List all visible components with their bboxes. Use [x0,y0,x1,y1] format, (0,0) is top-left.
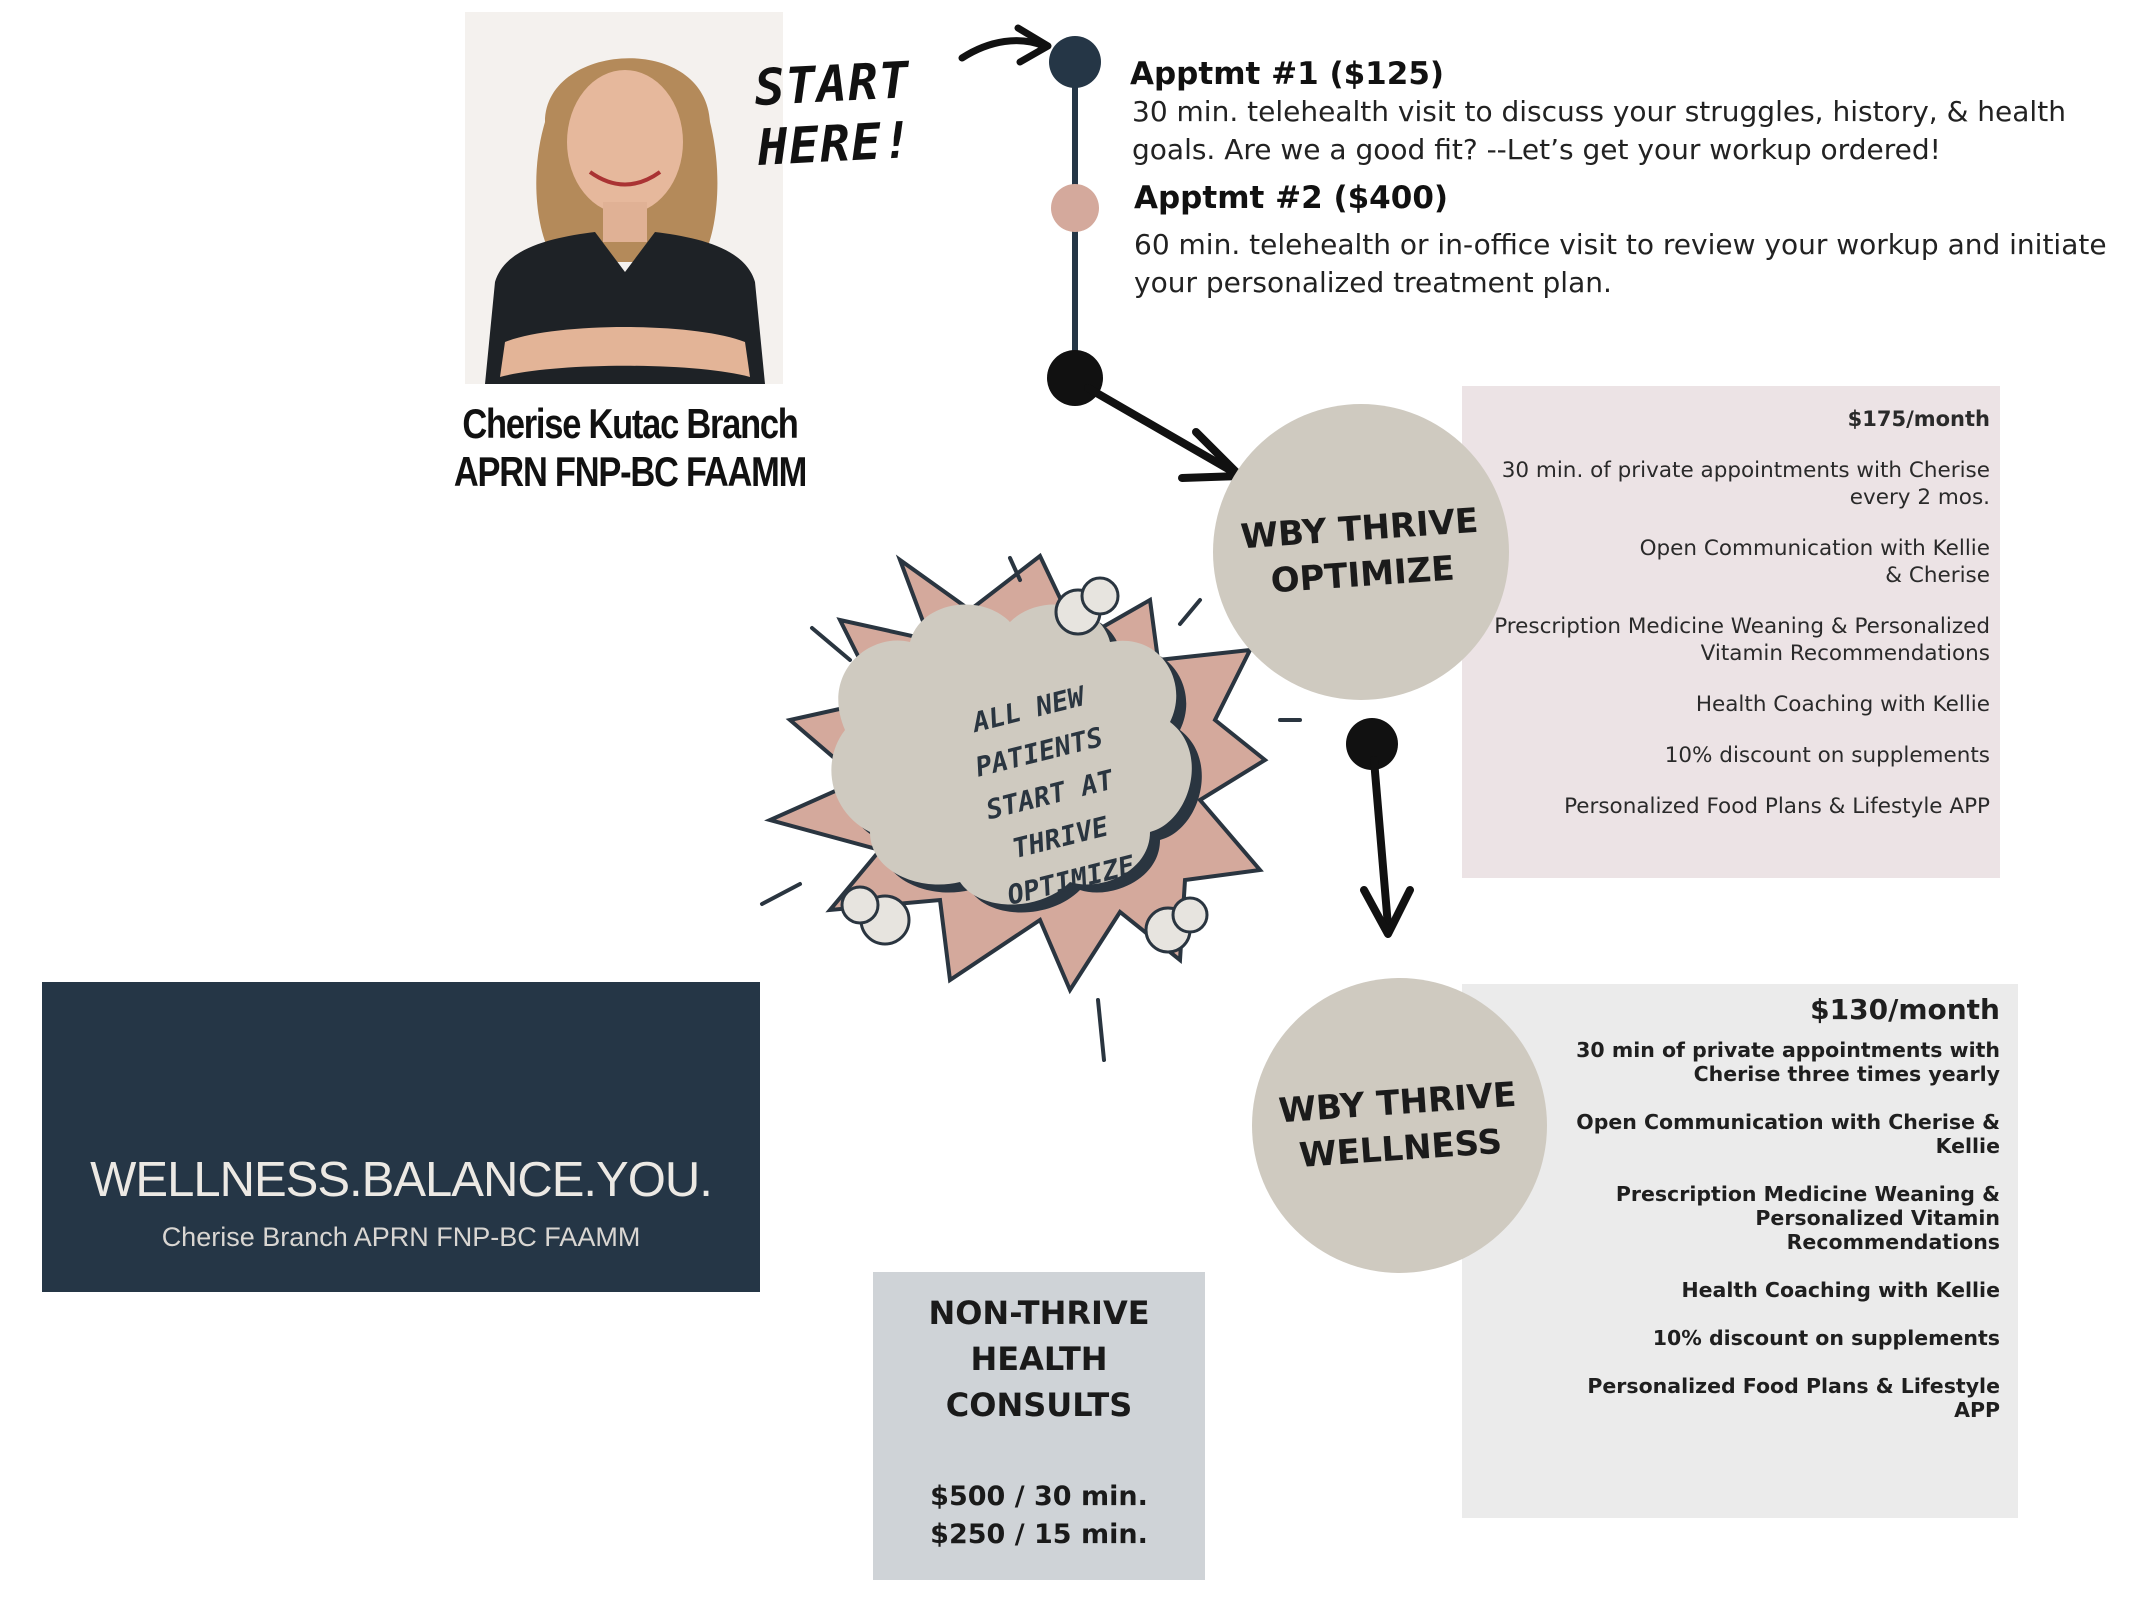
non-thrive-title-line: NON-THRIVE [928,1294,1150,1332]
down-arrow-dot [1346,718,1398,770]
wellness-feature-line: Kellie [1935,1134,2000,1158]
start-line-1: START [753,51,912,118]
optimize-feature: Open Communication with Kellie & Cherise [1462,535,1990,589]
non-thrive-title: NON-THRIVE HEALTH CONSULTS [873,1290,1205,1428]
person-name: Cherise Kutac Branch [462,400,798,447]
optimize-feature-line: Health Coaching with Kellie [1695,692,1990,717]
wellness-circle: WBY THRIVE WELLNESS [1252,978,1547,1273]
start-arrow-head [1014,24,1052,66]
wellness-features-panel: $130/month 30 min of private appointment… [1462,984,2018,1518]
logo-subtitle: Cherise Branch APRN FNP-BC FAAMM [161,1222,641,1252]
optimize-feature-line: 10% discount on supplements [1664,743,1990,768]
burst-graphic [760,552,1302,1062]
optimize-features-panel: $175/month 30 min. of private appointmen… [1462,386,2000,878]
appointment-2-desc-line-2: your personalized treatment plan. [1134,266,1612,299]
brand-logo: WELLNESS.BALANCE.YOU. Cherise Branch APR… [42,982,760,1292]
non-thrive-consults-box: NON-THRIVE HEALTH CONSULTS $500 / 30 min… [873,1272,1205,1580]
optimize-feature-line: Open Communication with Kellie [1639,536,1990,561]
wellness-feature: Open Communication with Cherise & Kellie [1462,1110,2000,1158]
optimize-feature-line: Personalized Food Plans & Lifestyle APP [1564,794,1990,819]
start-arrow [958,37,1048,62]
wellness-feature-line: APP [1954,1398,2000,1422]
non-thrive-price-line: $500 / 30 min. [930,1481,1148,1512]
optimize-circle: WBY THRIVE OPTIMIZE [1213,404,1509,700]
optimize-feature-line: Vitamin Recommendations [1700,641,1990,666]
timeline-dot-1 [1049,36,1101,88]
wellness-feature: Prescription Medicine Weaning & Personal… [1462,1182,2000,1254]
portrait-photo [465,12,783,384]
wellness-feature: Health Coaching with Kellie [1462,1278,2000,1302]
start-here-label: START HERE! [753,50,915,178]
wellness-feature-line: 30 min of private appointments with [1576,1038,2000,1062]
wellness-price: $130/month [1810,993,2000,1026]
down-arrow-head [1360,886,1414,938]
timeline-dot-3 [1047,350,1103,406]
wellness-feature: 30 min of private appointments with Cher… [1462,1038,2000,1086]
wellness-feature-line: Personalized Food Plans & Lifestyle [1587,1374,2000,1398]
optimize-feature: Health Coaching with Kellie [1462,691,1990,718]
optimize-feature-line: 30 min. of private appointments with Che… [1501,458,1990,483]
timeline-dot-2 [1051,184,1099,232]
logo-title: WELLNESS.BALANCE.YOU. [90,1153,713,1207]
optimize-feature-line: & Cherise [1885,563,1990,588]
optimize-feature-line: every 2 mos. [1849,485,1990,510]
wellness-feature-line: Prescription Medicine Weaning & [1615,1182,2000,1206]
optimize-feature: Personalized Food Plans & Lifestyle APP [1462,793,1990,820]
wellness-feature: 10% discount on supplements [1462,1326,2000,1350]
non-thrive-price-line: $250 / 15 min. [930,1519,1148,1550]
wellness-feature-line: Recommendations [1786,1230,2000,1254]
appointment-2-desc: 60 min. telehealth or in-office visit to… [1134,226,2107,302]
non-thrive-prices: $500 / 30 min. $250 / 15 min. [873,1478,1205,1554]
optimize-feature-line: Prescription Medicine Weaning & Personal… [1494,614,1990,639]
optimize-feature: Prescription Medicine Weaning & Personal… [1462,613,1990,667]
appointment-2-title: Apptmt #2 ($400) [1134,180,1449,216]
appointment-1-desc: 30 min. telehealth visit to discuss your… [1132,93,2066,169]
start-line-2: HERE! [756,110,915,177]
person-name-block: Cherise Kutac Branch APRN FNP-BC FAAMM [441,400,818,496]
appointment-1-title: Apptmt #1 ($125) [1130,56,1445,92]
wellness-feature-line: Cherise three times yearly [1693,1062,2000,1086]
optimize-feature: 10% discount on supplements [1462,742,1990,769]
wellness-feature-line: Health Coaching with Kellie [1681,1278,2000,1302]
non-thrive-title-line: CONSULTS [945,1386,1133,1424]
wellness-feature-line: 10% discount on supplements [1652,1326,2000,1350]
person-credentials: APRN FNP-BC FAAMM [453,448,807,495]
appointment-2-desc-line-1: 60 min. telehealth or in-office visit to… [1134,228,2107,261]
optimize-feature: 30 min. of private appointments with Che… [1462,457,1990,511]
non-thrive-title-line: HEALTH [970,1340,1108,1378]
wellness-feature: Personalized Food Plans & Lifestyle APP [1462,1374,2000,1422]
appointment-1-desc-line-2: goals. Are we a good fit? --Let’s get yo… [1132,133,1941,166]
optimize-price: $175/month [1847,407,1990,431]
wellness-feature-line: Open Communication with Cherise & [1576,1110,2000,1134]
wellness-feature-line: Personalized Vitamin [1755,1206,2000,1230]
appointment-1-desc-line-1: 30 min. telehealth visit to discuss your… [1132,95,2066,128]
